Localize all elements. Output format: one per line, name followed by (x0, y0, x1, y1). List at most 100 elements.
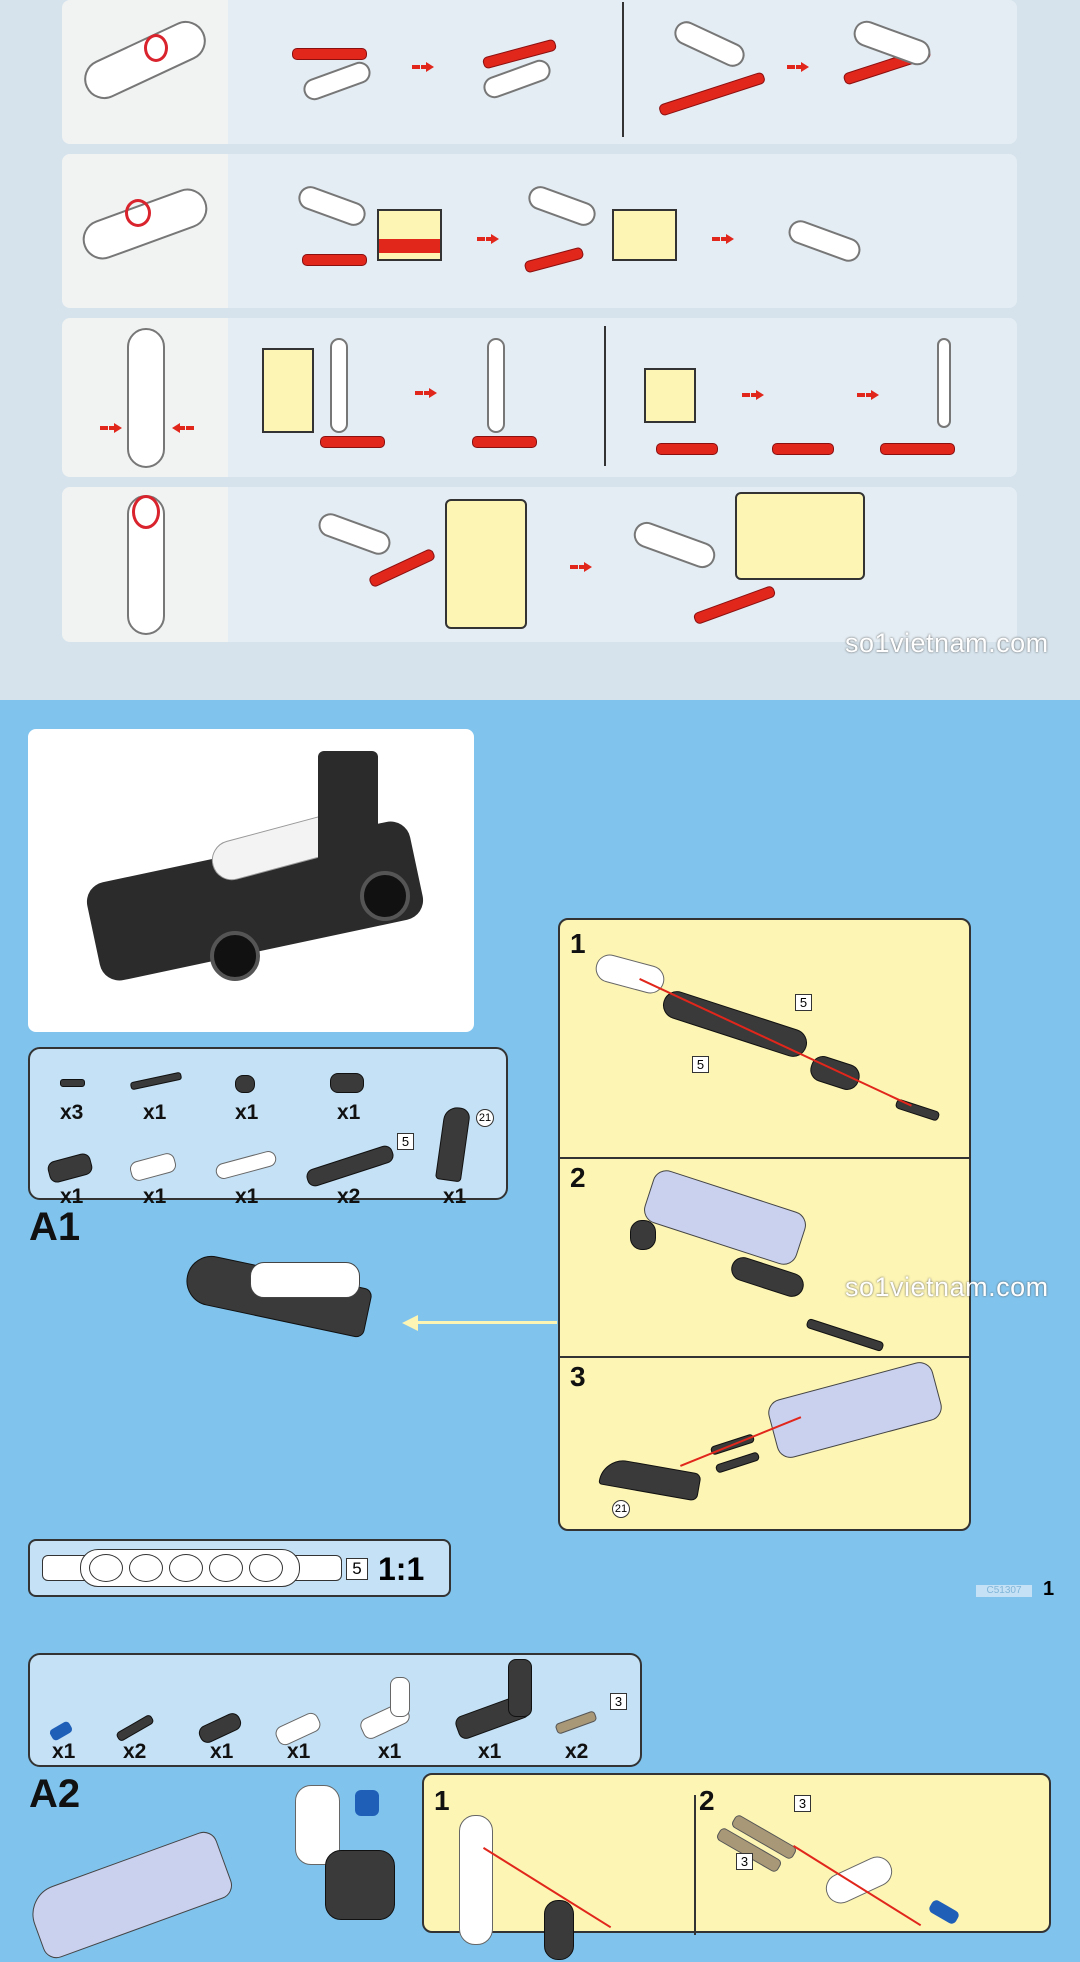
wheel (360, 871, 410, 921)
tool-icon (785, 216, 864, 266)
step-number: 1 (570, 928, 586, 959)
blue-pin-image (927, 1898, 961, 1926)
tool-step-row-4 (62, 487, 1017, 642)
part-ref-circle: 21 (476, 1109, 494, 1127)
part-count: x1 (235, 1185, 259, 1208)
detail-inset (644, 368, 696, 423)
part-beam-3-white (128, 1151, 178, 1183)
part-count: x1 (143, 1101, 167, 1124)
part-beam-5-pin-black (304, 1143, 396, 1189)
step-number: 3 (570, 1361, 586, 1392)
assembly-image (640, 1166, 810, 1269)
result-arrow-line (415, 1321, 557, 1324)
model-preview (28, 729, 474, 1032)
tool-icon (630, 518, 719, 572)
a2-blue-pin-image (355, 1790, 379, 1816)
part-bush (235, 1075, 255, 1093)
part-short-pin (60, 1079, 85, 1087)
highlight-circle (125, 199, 151, 227)
tool-icon (300, 58, 374, 104)
tool-icon (315, 509, 394, 559)
part-count: x2 (337, 1185, 361, 1208)
a2-assembly-image (24, 1827, 236, 1962)
part-blue-pin (48, 1720, 74, 1742)
part-count: x2 (123, 1740, 147, 1763)
part-count: x1 (60, 1185, 84, 1208)
size-tag: 5 (692, 1056, 709, 1073)
part-count: x3 (60, 1101, 84, 1124)
part-l-beam-black-arm (508, 1659, 532, 1717)
step-number: 2 (699, 1785, 715, 1816)
tool-thumbnail (62, 0, 228, 144)
size-tag: 5 (346, 1558, 368, 1580)
step-divider (560, 1157, 969, 1159)
part-connector (330, 1073, 364, 1093)
size-tag: 3 (610, 1693, 627, 1710)
beam-black-image (544, 1900, 574, 1960)
part-count: x1 (478, 1740, 502, 1763)
separator-tool-icon (77, 14, 213, 106)
step-divider (560, 1356, 969, 1358)
size-tag: 5 (795, 994, 812, 1011)
beam-3-white-image (820, 1851, 898, 1909)
part-beam-3-black (45, 1151, 95, 1185)
highlight-circle (132, 495, 160, 529)
beam-image (728, 1253, 807, 1301)
divider (622, 2, 624, 137)
red-beam (772, 443, 834, 455)
part-beam-3-pin-white (213, 1149, 279, 1181)
tool-thumbnail (62, 487, 228, 642)
part-count: x1 (143, 1185, 167, 1208)
a1-parts-list: x3 x1 x1 x1 x1 x1 x1 5 x2 21 x1 (28, 1047, 508, 1208)
red-beam (656, 443, 718, 455)
arrow-right-icon (477, 234, 499, 244)
detail-inset (735, 492, 865, 580)
tool-icon (487, 338, 505, 433)
red-beam (657, 71, 767, 117)
arrow-right-icon (712, 234, 734, 244)
part-count: x1 (52, 1740, 76, 1763)
arrow-right-icon (570, 562, 592, 572)
l-beam-white-image (459, 1815, 493, 1945)
size-tag: 5 (397, 1133, 414, 1150)
long-pin-image (805, 1317, 885, 1353)
a2-parts-list: x1 x2 x1 x1 x1 x1 3 x2 (28, 1653, 642, 1767)
product-code: C51307 (976, 1585, 1032, 1597)
beam-5-holes (80, 1549, 300, 1587)
part-count: x1 (287, 1740, 311, 1763)
watermark: so1vietnam.com (845, 628, 1049, 658)
separator-tool-icon (127, 328, 165, 468)
part-long-pin (115, 1713, 155, 1743)
part-count: x1 (235, 1101, 259, 1124)
detail-inset (612, 209, 677, 261)
red-beam (292, 48, 367, 60)
detail-inset (262, 348, 314, 433)
a2-steps-panel: 1 2 3 3 (422, 1773, 1051, 1960)
size-tag: 3 (736, 1853, 753, 1870)
red-beam (880, 443, 955, 455)
tool-thumbnail (62, 154, 228, 308)
red-beam (523, 246, 585, 274)
red-beam (302, 254, 367, 266)
bush-image (630, 1220, 656, 1250)
tool-step-row-1 (62, 0, 1017, 144)
tool-icon (937, 338, 951, 428)
watermark: so1vietnam.com (845, 1272, 1049, 1302)
step-divider (694, 1795, 696, 1935)
part-tan-axle (554, 1710, 598, 1735)
scale-ratio: 1:1 (378, 1551, 425, 1587)
scale-reference: 5 1:1 (28, 1539, 451, 1597)
tool-icon (525, 182, 599, 230)
highlight-circle (144, 34, 168, 62)
size-tag: 3 (794, 1795, 811, 1812)
step-number: 1 (434, 1785, 450, 1816)
page-number: 1 (1043, 1578, 1055, 1600)
arrow-right-icon (787, 62, 809, 72)
car-rear-frame (318, 751, 378, 891)
arrow-right-icon (412, 62, 434, 72)
tool-step-row-2 (62, 154, 1017, 308)
tool-thumbnail (62, 318, 228, 477)
section-label-a1: A1 (29, 1205, 81, 1249)
squeeze-arrow-icon (100, 423, 122, 433)
divider (604, 326, 606, 466)
